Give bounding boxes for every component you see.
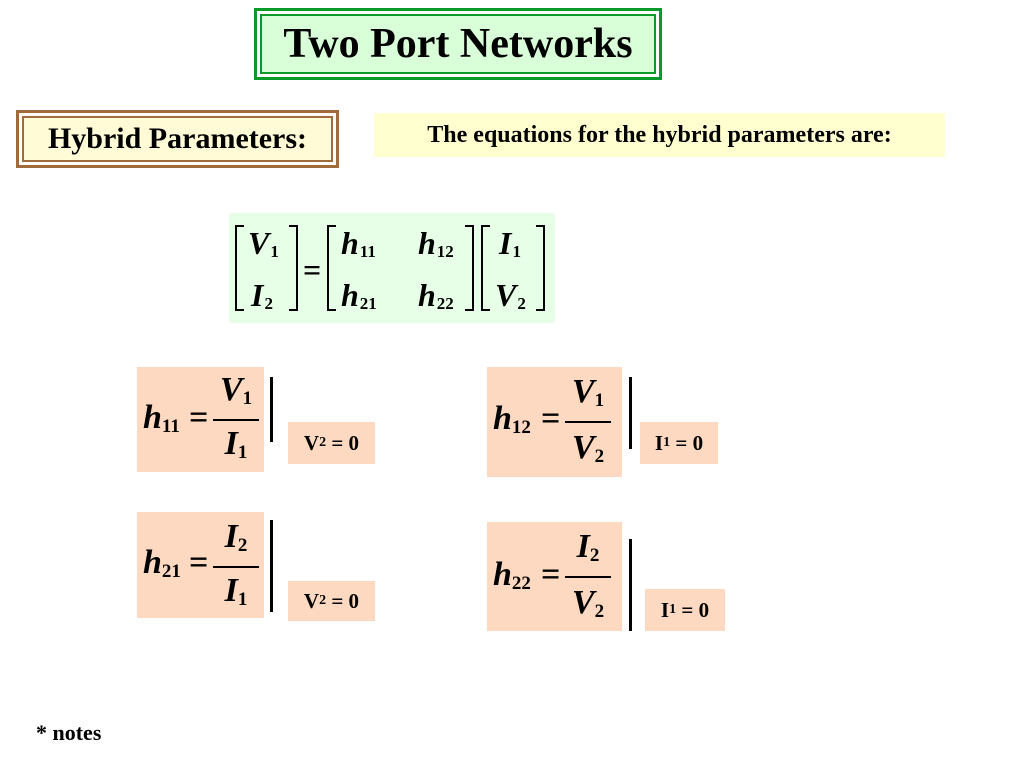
matrix-lhs-2: I2 xyxy=(251,277,273,313)
matrix-h21: h21 xyxy=(341,277,377,313)
matrix-rhs-2: V2 xyxy=(495,277,526,313)
bracket-right xyxy=(465,225,474,311)
h21-denominator: I1 xyxy=(224,572,248,610)
equals-sign: = xyxy=(541,400,561,437)
h12-denominator: V2 xyxy=(571,429,605,467)
equals-sign: = xyxy=(189,544,209,581)
h22-definition: h22 = I2 V2 xyxy=(487,522,622,631)
h12-numerator: V1 xyxy=(571,373,605,411)
evaluation-bar xyxy=(270,520,273,612)
h22-symbol: h22 xyxy=(493,556,531,594)
matrix-rhs-1: I1 xyxy=(499,225,521,261)
h11-definition: h11 = V1 I1 xyxy=(137,367,264,472)
notes-link[interactable]: * notes xyxy=(36,720,102,745)
bracket-left xyxy=(327,225,336,311)
bracket-right xyxy=(536,225,545,311)
evaluation-bar xyxy=(629,539,632,631)
h11-numerator: V1 xyxy=(219,371,253,409)
matrix-h12: h12 xyxy=(418,225,454,261)
equals-sign: = xyxy=(189,399,209,436)
h21-definition: h21 = I2 I1 xyxy=(137,512,264,618)
matrix-equation: V1 I2 = h11 h12 h21 h22 I1 V2 xyxy=(229,213,555,323)
slide-title: Two Port Networks xyxy=(254,8,662,80)
section-heading: Hybrid Parameters: xyxy=(16,110,339,168)
fraction-bar xyxy=(565,576,611,578)
evaluation-bar xyxy=(629,377,632,449)
h21-symbol: h21 xyxy=(143,544,181,582)
h11-denominator: I1 xyxy=(224,425,248,463)
h12-symbol: h12 xyxy=(493,400,531,438)
matrix-equals: = xyxy=(303,252,322,288)
evaluation-bar xyxy=(270,377,273,442)
matrix-h22: h22 xyxy=(418,277,454,313)
bracket-left xyxy=(481,225,490,311)
h21-numerator: I2 xyxy=(224,518,248,556)
bracket-right xyxy=(289,225,298,311)
fraction-bar xyxy=(565,421,611,423)
bracket-left xyxy=(235,225,244,311)
fraction-bar xyxy=(213,566,259,568)
intro-text: The equations for the hybrid parameters … xyxy=(374,113,945,157)
h12-definition: h12 = V1 V2 xyxy=(487,367,622,477)
matrix-h11: h11 xyxy=(341,225,376,261)
h11-symbol: h11 xyxy=(143,399,180,437)
matrix-lhs-1: V1 xyxy=(248,225,279,261)
fraction-bar xyxy=(213,419,259,421)
h22-denominator: V2 xyxy=(571,584,605,622)
equals-sign: = xyxy=(541,556,561,593)
h22-numerator: I2 xyxy=(576,528,600,566)
